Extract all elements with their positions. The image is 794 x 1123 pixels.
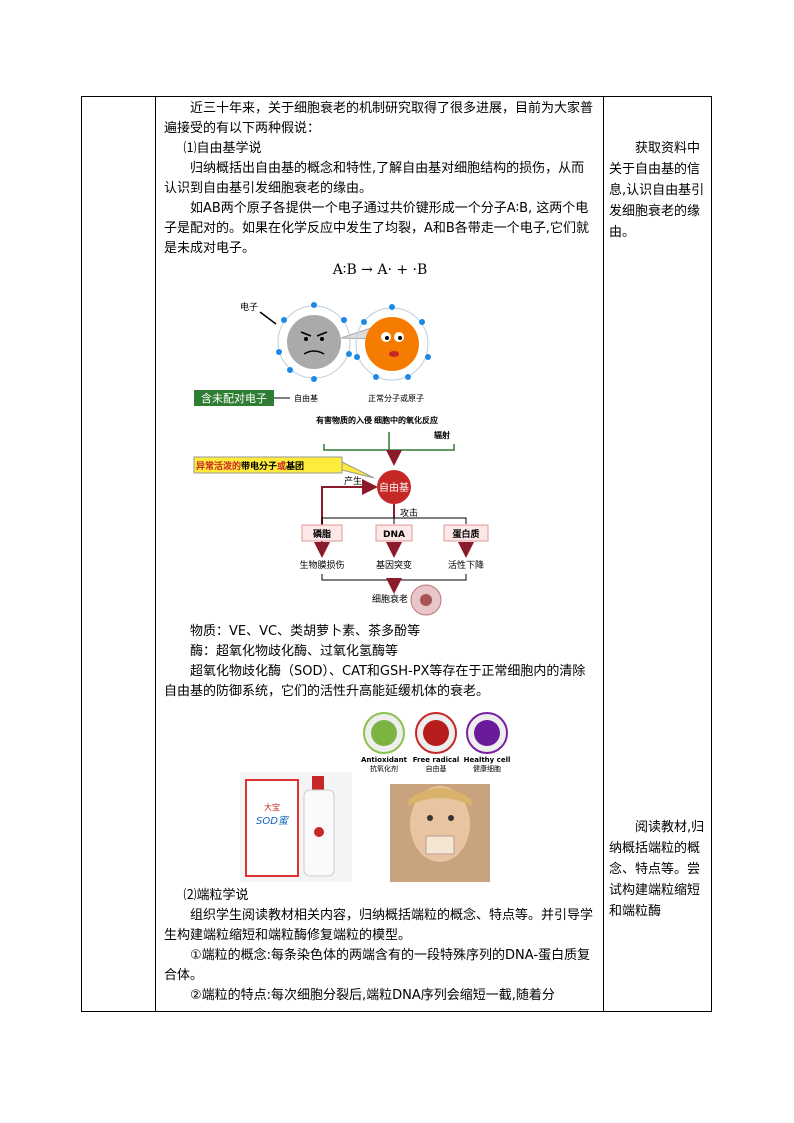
target-protein: 蛋白质 xyxy=(452,528,479,540)
produce-label: 产生 xyxy=(344,475,362,487)
healthy-cell-en: Healthy cell xyxy=(464,756,511,764)
unpaired-electron-box xyxy=(194,390,274,406)
paragraph: 超氧化物歧化酶（SOD）、CAT和GSH-PX等存在于正常细胞内的清除自由基的防… xyxy=(164,664,586,699)
free-radical-cn: 自由基 xyxy=(426,764,447,773)
electron-dots xyxy=(276,302,352,382)
paragraph: ②端粒的特点:每次细胞分裂后,端粒DNA序列会缩短一截,随着分 xyxy=(190,988,555,1003)
cause-harmful-substances: 有害物质的入侵 xyxy=(316,415,372,425)
targets xyxy=(301,524,489,542)
electron-dots xyxy=(354,304,431,380)
callout-text: 异常活泼的带电分子或基团 xyxy=(196,460,304,472)
activity-note: 获取资料中关于自由基的信息,认识自由基引发细胞衰老的缘由。 xyxy=(609,141,705,240)
cause-oxidation: 细胞中的氧化反应 xyxy=(374,415,438,425)
activity-note: 阅读教材,归纳概括端粒的概念、特点等。尝试构建端粒缩短和端粒酶 xyxy=(609,820,705,919)
unpaired-electron-text: 含未配对电子 xyxy=(201,391,267,405)
paragraph: 近三十年来，关于细胞衰老的机制研究取得了很多进展，目前为大家普遍接受的有以下两种… xyxy=(164,101,594,136)
section-heading: ⑵端粒学说 xyxy=(183,888,249,903)
free-radical-label: 自由基 xyxy=(294,393,318,403)
column-divider xyxy=(603,97,604,1011)
healthy-cell-cn: 健康细胞 xyxy=(473,764,501,773)
result-cell-aging: 细胞衰老 xyxy=(372,593,408,605)
attack-label: 攻击 xyxy=(400,507,418,519)
free-radical-ball xyxy=(287,315,341,369)
normal-molecule-label: 正常分子或原子 xyxy=(368,393,424,403)
antioxidant-figure: Antioxidant 抗氧化剂 Free radical 自由基 Health… xyxy=(164,706,596,886)
product-brand: 大宝 xyxy=(264,802,280,812)
cause-radiation: 辐射 xyxy=(434,430,450,440)
equation: A∶B → A· + ·B xyxy=(332,262,428,278)
free-radical-diagram: 电子 xyxy=(164,282,596,622)
free-radical-en: Free radical xyxy=(413,756,460,764)
antioxidant-en: Antioxidant xyxy=(361,756,408,764)
paragraph: 酶：超氧化物歧化酶、过氧化氢酶等 xyxy=(190,644,399,659)
paragraph: 归纳概括出自由基的概念和特性,了解自由基对细胞结构的损伤，从而认识到自由基引发细… xyxy=(164,161,585,196)
paragraph: 物质：VE、VC、类胡萝卜素、茶多酚等 xyxy=(190,624,421,639)
antioxidant-illustration: Antioxidant 抗氧化剂 Free radical 自由基 Health… xyxy=(240,712,511,882)
lesson-table: 近三十年来，关于细胞衰老的机制研究取得了很多进展，目前为大家普遍接受的有以下两种… xyxy=(81,96,712,1012)
teaching-content-cell: 近三十年来，关于细胞衰老的机制研究取得了很多进展，目前为大家普遍接受的有以下两种… xyxy=(156,97,604,1011)
free-radical-figure: 电子 xyxy=(193,301,489,616)
paragraph: 组织学生阅读教材相关内容，归纳概括端粒的概念、特点等。并引导学生构建端粒缩短和端… xyxy=(164,908,594,943)
result-membrane-damage: 生物膜损伤 xyxy=(299,559,344,571)
result-gene-mutation: 基因突变 xyxy=(376,559,412,571)
normal-atom-ball xyxy=(365,317,419,371)
electron-label: 电子 xyxy=(240,301,258,313)
student-activity-cell: 获取资料中关于自由基的信息,认识自由基引发细胞衰老的缘由。 阅读教材,归纳概括端… xyxy=(604,97,712,1011)
free-radical-node xyxy=(377,470,411,504)
target-dna: DNA xyxy=(383,530,405,540)
product-name: SOD蜜 xyxy=(256,815,290,827)
column-divider xyxy=(155,97,156,1011)
free-radical-node-label: 自由基 xyxy=(379,481,409,494)
paragraph: ①端粒的概念:每条染色体的两端含有的一段特殊序列的DNA-蛋白质复合体。 xyxy=(164,948,591,983)
section-heading: ⑴自由基学说 xyxy=(183,141,262,156)
result-activity-decline: 活性下降 xyxy=(448,559,484,571)
target-phospholipid: 磷脂 xyxy=(313,528,331,540)
antioxidant-cn: 抗氧化剂 xyxy=(370,764,398,773)
pointer-line xyxy=(259,311,277,325)
paragraph: 如AB两个原子各提供一个电子通过共价键形成一个分子A∶B, 这两个电子是配对的。… xyxy=(164,201,589,256)
